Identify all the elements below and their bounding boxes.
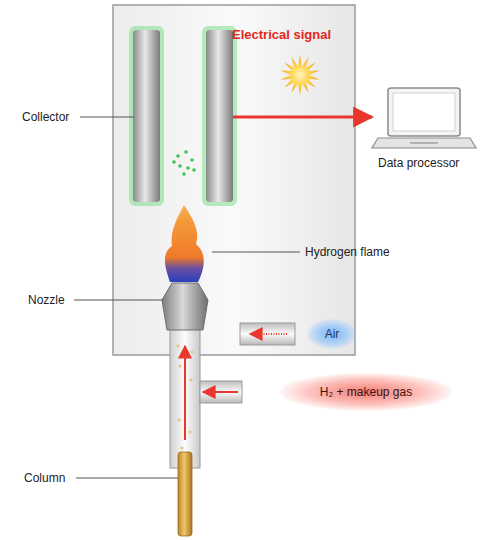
sample-dot: [190, 350, 193, 353]
air-pipe: [240, 323, 295, 345]
part-label: Data processor: [378, 156, 459, 170]
sample-dot: [178, 364, 181, 367]
part-label: Column: [24, 471, 65, 485]
ion-dot: [184, 150, 188, 154]
nozzle-body: [162, 283, 208, 330]
part-label: Nozzle: [28, 293, 65, 307]
laptop-icon: [372, 88, 476, 148]
ion-dot: [190, 158, 194, 162]
sample-dot: [177, 418, 180, 421]
ion-dot: [172, 160, 176, 164]
signal-arrow: [233, 116, 372, 119]
ion-dot: [192, 168, 196, 172]
ion-dot: [176, 154, 180, 158]
part-label: Collector: [22, 110, 69, 124]
ion-dots: [172, 150, 196, 176]
collector-electrodes: [131, 28, 235, 204]
sample-dot: [188, 430, 191, 433]
gas-label: Air: [325, 327, 340, 341]
part-label: Hydrogen flame: [305, 245, 390, 259]
ion-dot: [186, 166, 190, 170]
gas-inlet-glow: Air: [307, 319, 358, 349]
leader-lines: [74, 117, 300, 478]
flow-arrow: [184, 346, 186, 440]
ion-dot: [178, 164, 182, 168]
sample-dot: [176, 344, 179, 347]
hydrogen-pipe: [200, 381, 242, 403]
signal-label: Electrical signal: [232, 28, 331, 42]
gas-label: H₂ + makeup gas: [320, 385, 412, 399]
sample-dot: [189, 378, 192, 381]
sample-dots: [176, 344, 193, 449]
ion-dot: [182, 172, 186, 176]
gas-inlet-glow: H₂ + makeup gas: [280, 373, 452, 411]
signal-burst: [281, 55, 320, 95]
hydrogen-flame: [165, 205, 204, 282]
detector-housing: [113, 5, 355, 355]
capillary-column: [178, 452, 192, 536]
jet-tube: [170, 318, 200, 468]
sample-dot: [180, 446, 183, 449]
